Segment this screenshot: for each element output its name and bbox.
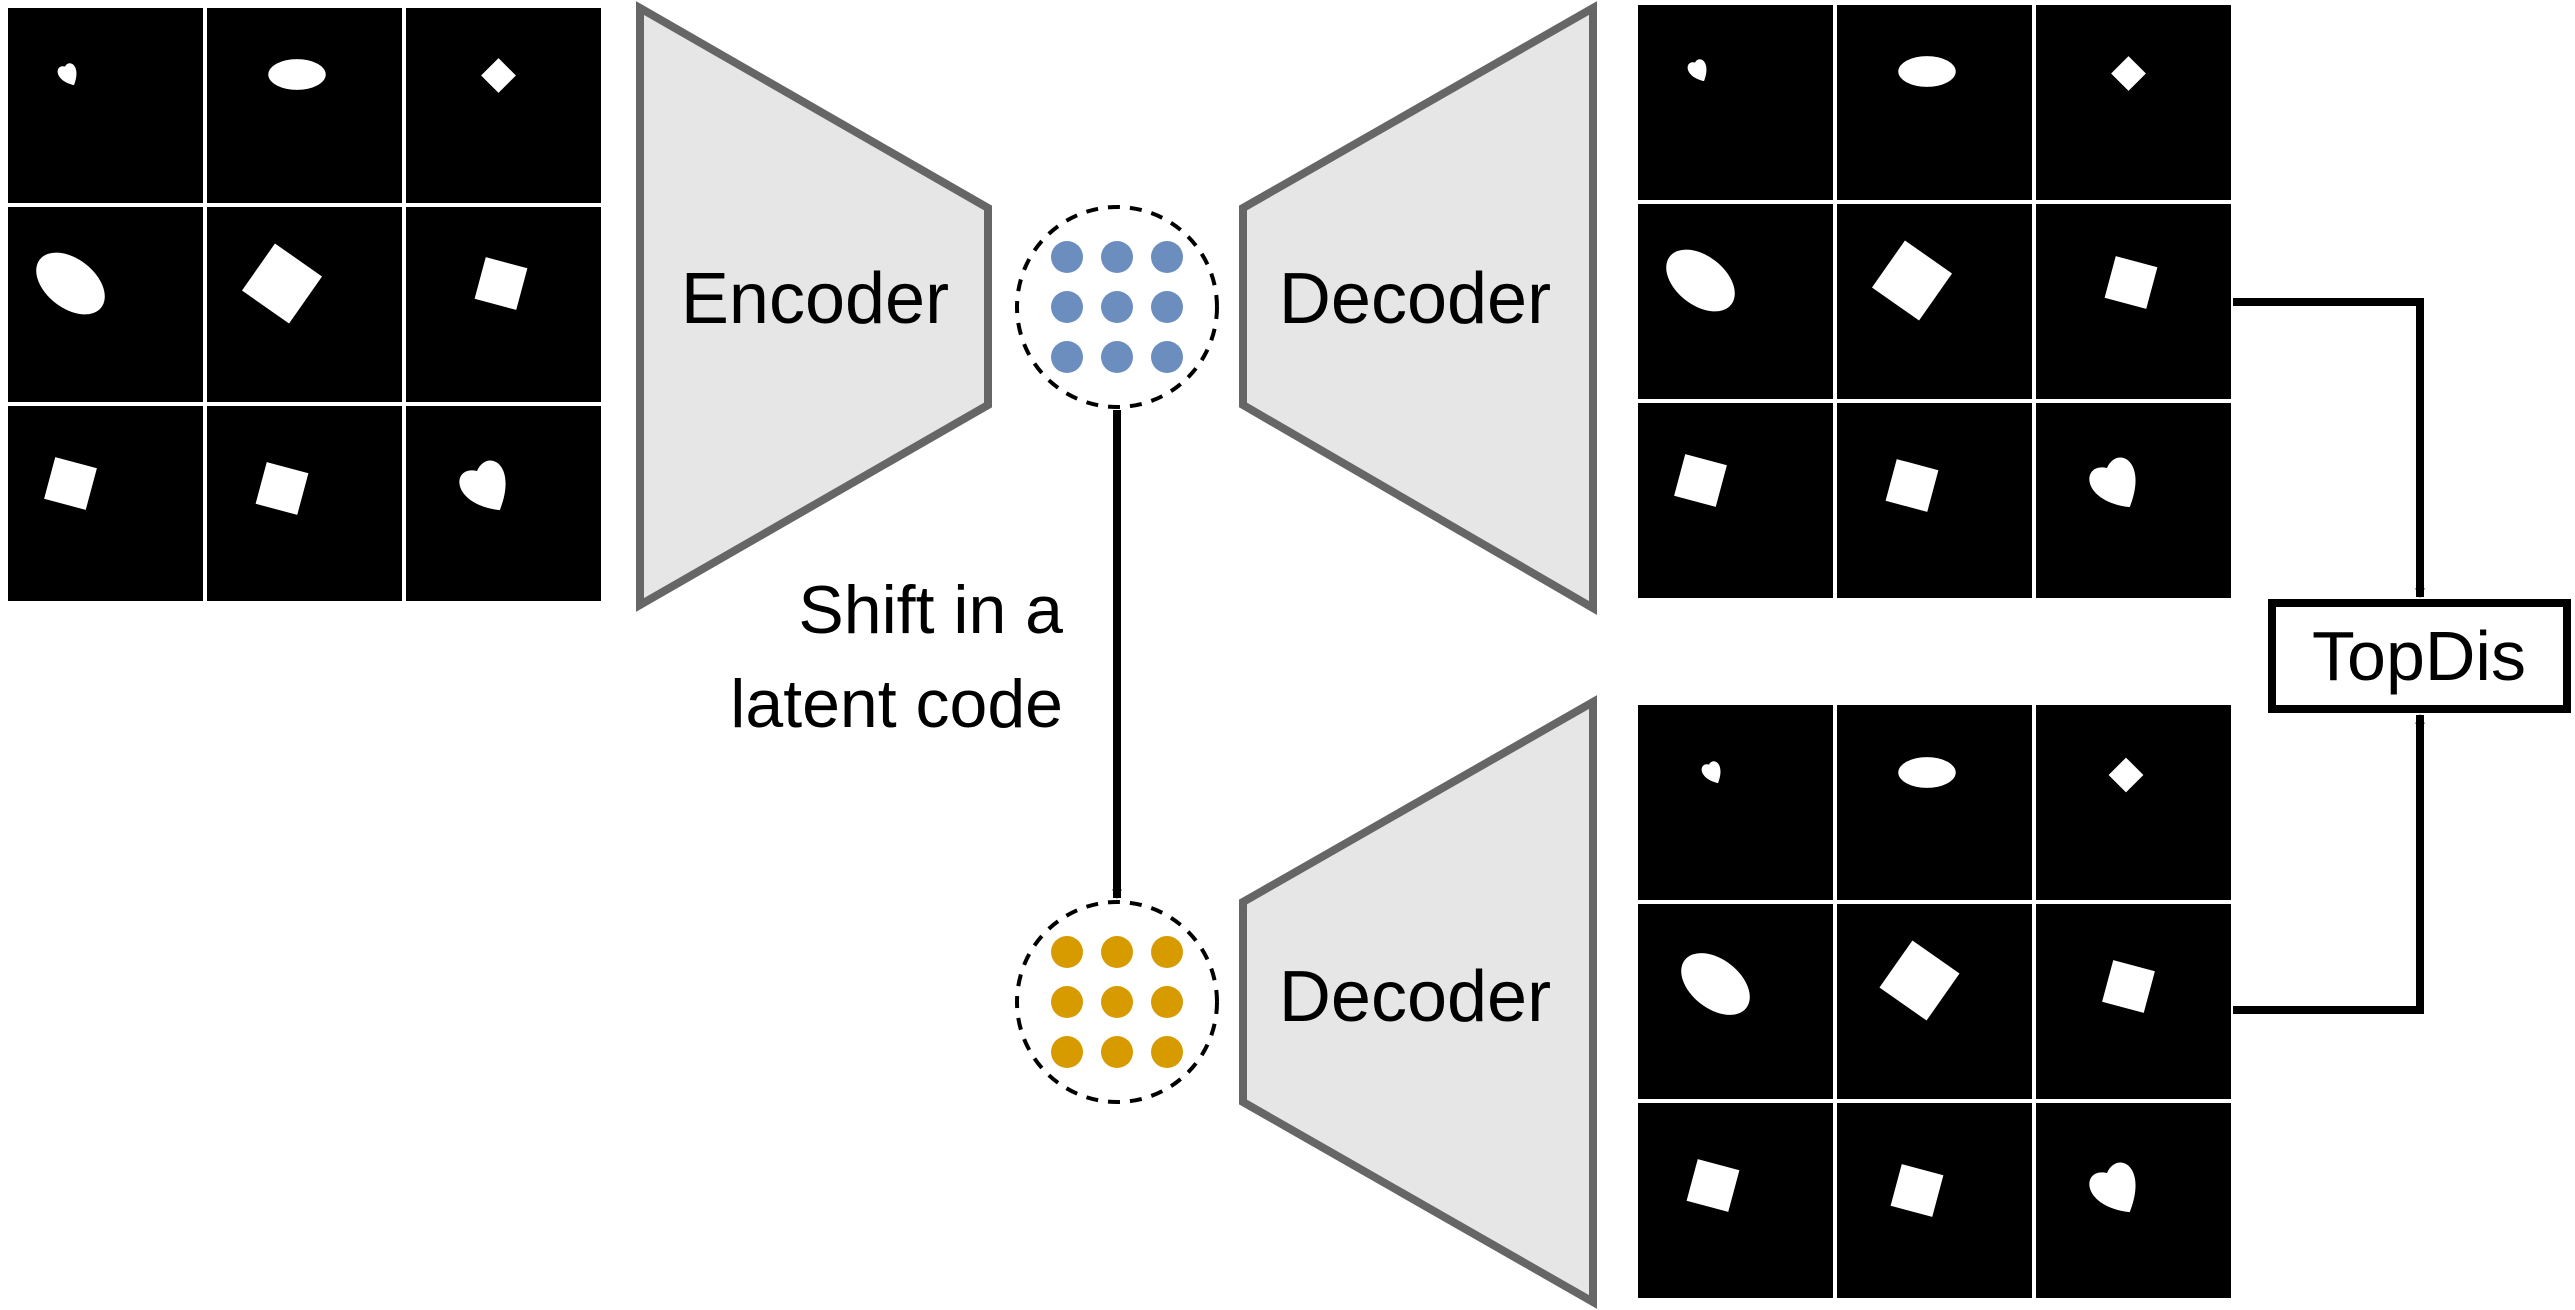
image-cell: [1638, 705, 1833, 900]
encoder-shape: [636, 1, 992, 612]
image-cell: [2036, 403, 2231, 598]
image-cell: [1837, 5, 2032, 200]
image-cell: [8, 207, 203, 402]
shape-big-ellipse: [36, 252, 105, 315]
latent-dot: [1151, 936, 1183, 968]
topdis-block: TopDis: [2268, 599, 2571, 713]
image-cell: [1837, 1103, 2032, 1298]
shape-ellipse: [1898, 56, 1956, 87]
image-cell: [1837, 403, 2032, 598]
image-cell: [1837, 904, 2032, 1099]
encoder-label: Encoder: [681, 259, 949, 339]
image-cell: [406, 8, 601, 203]
latent-dots: [1051, 936, 1183, 1068]
topdis-box: [2268, 599, 2571, 713]
image-cell: [1638, 403, 1833, 598]
shape-square: [44, 457, 97, 510]
image-cell: [1638, 904, 1833, 1099]
top-to-topdis-arrow: [2233, 298, 2425, 598]
image-cell: [2036, 5, 2231, 200]
latent-dot: [1051, 241, 1083, 273]
encoder-block: Encoder: [636, 1, 992, 612]
shape-square: [1686, 1159, 1740, 1212]
topdis-label: TopDis: [2312, 617, 2526, 695]
latent-dot: [1151, 986, 1183, 1018]
shape-big-square: [1871, 240, 1953, 321]
input-image-grid: [8, 8, 601, 601]
shift-label-line1: Shift in a: [798, 572, 1063, 648]
shape-big-ellipse: [1681, 953, 1750, 1015]
decoder-top-label: Decoder: [1279, 259, 1551, 339]
latent-code-shifted: [1015, 900, 1219, 1104]
latent-dot: [1051, 291, 1083, 323]
shape-big-ellipse: [1666, 249, 1735, 312]
image-cell: [406, 207, 601, 402]
shape-square: [1885, 459, 1939, 512]
latent-dots: [1051, 241, 1183, 373]
image-cell: [2036, 705, 2231, 900]
shape-square: [1674, 454, 1727, 507]
image-cell: [1837, 705, 2032, 900]
latent-boundary: [1015, 205, 1219, 409]
shape-small-heart: [1701, 761, 1721, 784]
shape-ellipse: [268, 59, 326, 90]
latent-boundary: [1015, 900, 1219, 1104]
latent-dot: [1051, 936, 1083, 968]
decoder-bottom-label: Decoder: [1279, 957, 1551, 1037]
image-cell: [1638, 5, 1833, 200]
latent-dot: [1101, 241, 1133, 273]
shape-big-square: [1879, 940, 1960, 1021]
image-cell: [406, 406, 601, 601]
shape-square: [255, 462, 309, 515]
latent-dot: [1101, 291, 1133, 323]
shape-ellipse: [1898, 757, 1956, 788]
image-cell: [2036, 904, 2231, 1099]
latent-dot: [1151, 241, 1183, 273]
reconstruction-image-grid: [1638, 5, 2231, 598]
latent-code-original: [1015, 205, 1219, 409]
shape-small-heart: [1687, 59, 1707, 82]
image-cell: [1638, 1103, 1833, 1298]
latent-dot: [1101, 341, 1133, 373]
shape-square: [2102, 960, 2155, 1013]
latent-dot: [1051, 986, 1083, 1018]
image-cell: [2036, 204, 2231, 399]
decoder-bottom-shape: [1239, 695, 1597, 1309]
bottom-to-topdis-arrow: [2233, 714, 2425, 1014]
image-cell: [207, 406, 402, 601]
decoder-top-block: Decoder: [1239, 1, 1597, 615]
latent-dot: [1151, 341, 1183, 373]
shifted-image-grid: [1638, 705, 2231, 1298]
image-cell: [1837, 204, 2032, 399]
image-cell: [1638, 204, 1833, 399]
image-cell: [2036, 1103, 2231, 1298]
decoder-top-shape: [1239, 1, 1597, 615]
shape-heart: [459, 460, 506, 511]
latent-dot: [1151, 1036, 1183, 1068]
shape-square: [1890, 1164, 1944, 1217]
image-cell: [8, 406, 203, 601]
latent-dot: [1051, 1036, 1083, 1068]
image-cell: [207, 207, 402, 402]
latent-dot: [1101, 1036, 1133, 1068]
latent-dot: [1051, 341, 1083, 373]
shape-small-heart: [57, 63, 77, 86]
shape-big-square: [241, 243, 323, 324]
decoder-bottom-block: Decoder: [1239, 695, 1597, 1309]
image-cell: [8, 8, 203, 203]
latent-dot: [1101, 936, 1133, 968]
shape-square: [474, 257, 528, 310]
shape-heart: [2089, 457, 2136, 508]
latent-dot: [1151, 291, 1183, 323]
shift-label-line2: latent code: [730, 666, 1063, 742]
shape-square: [2104, 256, 2158, 309]
shape-heart: [2089, 1162, 2136, 1213]
latent-dot: [1101, 986, 1133, 1018]
image-cell: [207, 8, 402, 203]
